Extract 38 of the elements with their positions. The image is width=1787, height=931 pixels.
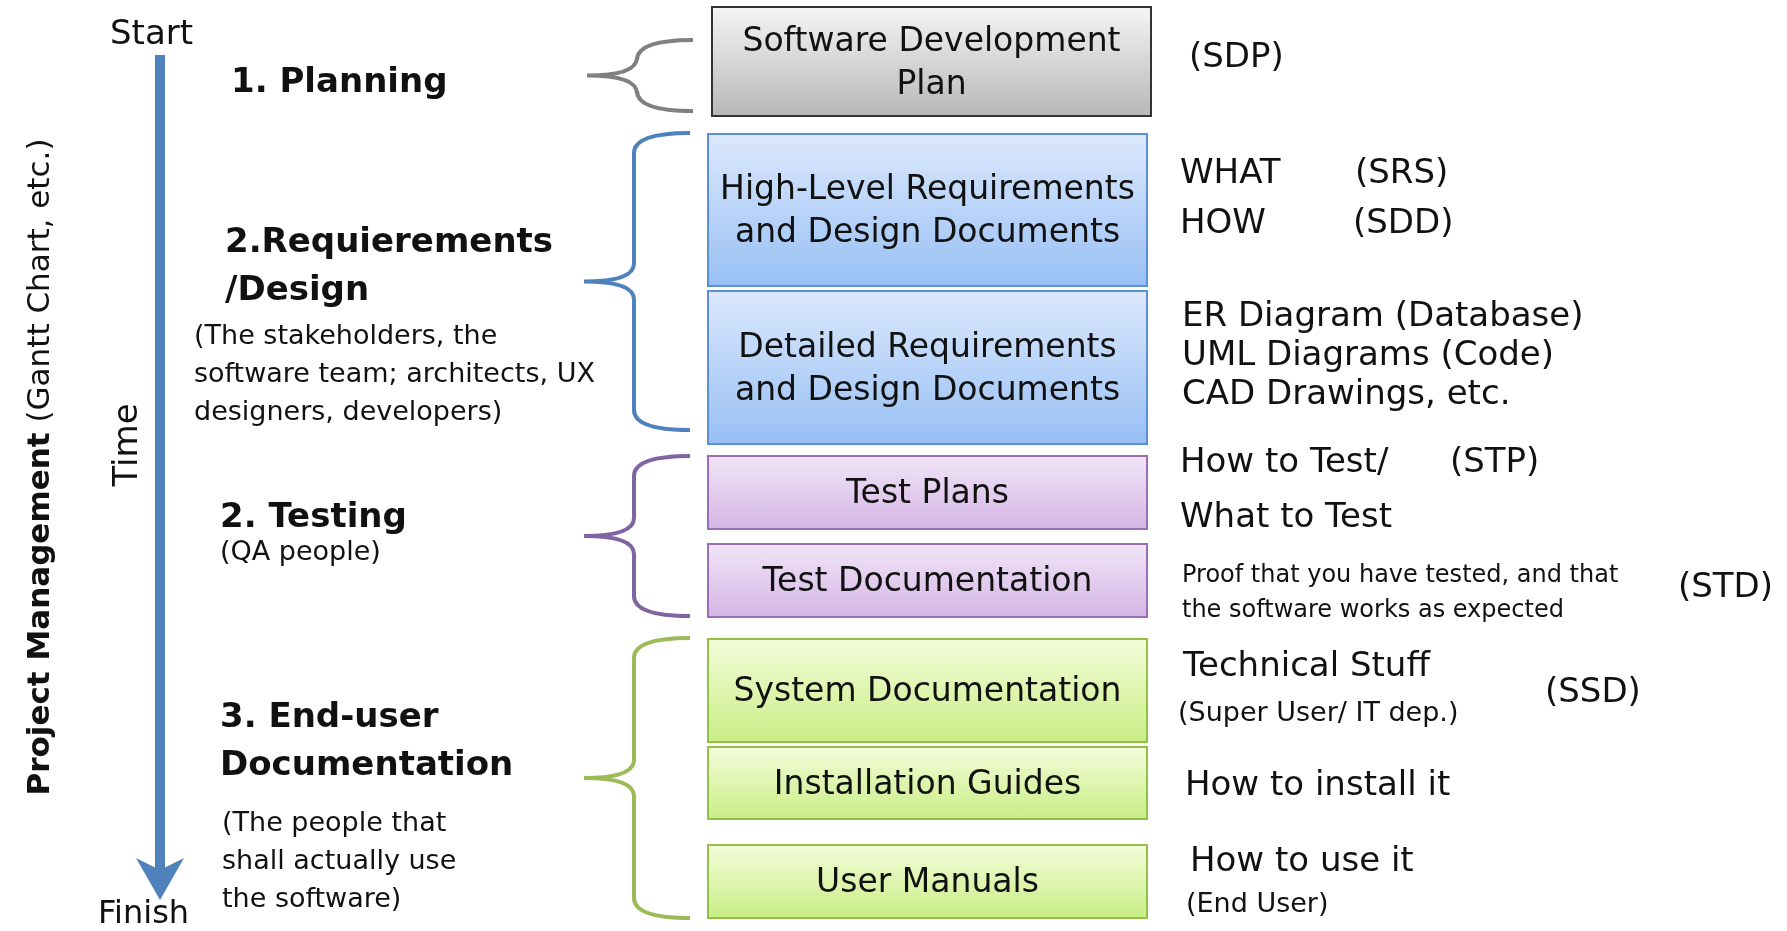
annotation-text: ER Diagram (Database) — [1182, 294, 1584, 334]
phase-heading: 3. End-user Documentation — [220, 694, 515, 785]
annotation-text: How to use it — [1190, 839, 1414, 879]
annotation-text: What to Test — [1180, 495, 1393, 535]
document-box: Test Plans — [707, 455, 1148, 530]
start-label: Start — [110, 12, 194, 52]
document-box: Test Documentation — [707, 543, 1148, 618]
annotation-text: (SDD) — [1353, 201, 1454, 241]
annotation-text: (SDP) — [1189, 35, 1284, 75]
annotation-text: How to install it — [1185, 763, 1451, 803]
phase-description: (QA people) — [220, 534, 381, 566]
annotation-text: (STD) — [1678, 565, 1774, 605]
annotation-text: (End User) — [1186, 886, 1329, 918]
phase-heading: 2.Requierements /Design — [225, 219, 555, 310]
annotation-text: How to Test/ — [1180, 440, 1389, 480]
finish-label: Finish — [98, 893, 190, 931]
annotation-text: WHAT — [1180, 151, 1281, 191]
document-box: High-Level Requirements and Design Documents — [707, 133, 1148, 287]
annotation-text: (Super User/ IT dep.) — [1178, 695, 1459, 727]
vertical-heading: Project Management (Gantt Chart, etc.) — [20, 138, 56, 796]
annotation-text: CAD Drawings, etc. — [1182, 372, 1511, 412]
phase-heading: 1. Planning — [231, 60, 448, 100]
annotation-text: UML Diagrams (Code) — [1182, 333, 1555, 373]
phase-description: (The stakeholders, the software team; architects, UX designers, developers) — [194, 318, 596, 428]
annotation-text: Technical Stuff — [1183, 644, 1430, 684]
annotation-text: Proof that you have tested, and that the software works as expected — [1182, 559, 1620, 625]
annotation-text: (STP) — [1450, 440, 1540, 480]
annotation-text: (SSD) — [1545, 670, 1641, 710]
document-box: Detailed Requirements and Design Documents — [707, 290, 1148, 445]
annotation-text: (SRS) — [1355, 151, 1449, 191]
phase-heading: 2. Testing — [220, 495, 407, 535]
document-box: Installation Guides — [707, 746, 1148, 820]
axis-label: Time — [105, 403, 145, 487]
document-box: User Manuals — [707, 844, 1148, 919]
document-box: Software Development Plan — [711, 6, 1152, 117]
document-box: System Documentation — [707, 638, 1148, 743]
annotation-text: HOW — [1180, 201, 1266, 241]
phase-description: (The people that shall actually use the software) — [222, 805, 458, 915]
